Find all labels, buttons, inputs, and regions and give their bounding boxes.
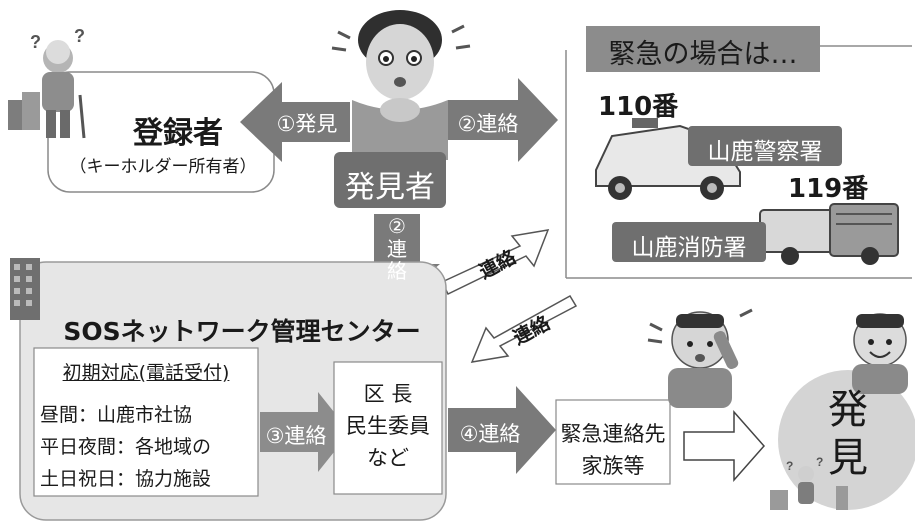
finder-label: 発見者 bbox=[345, 170, 435, 205]
holiday-line: 土日祝日：協力施設 bbox=[40, 468, 212, 490]
emergency-title: 緊急の場合は… bbox=[608, 39, 798, 70]
officials-box bbox=[333, 361, 443, 495]
arrow-contact-down-label: 連 絡 bbox=[387, 237, 407, 283]
arrow-contact-3-label: ③連絡 bbox=[265, 424, 327, 448]
relieved-man-icon bbox=[852, 313, 908, 394]
fire-station-box bbox=[612, 222, 766, 262]
registrant-title: 登録者 bbox=[133, 116, 223, 151]
officials-line1: 区 長 bbox=[363, 382, 413, 406]
arrow-contact-4 bbox=[448, 386, 556, 474]
finder-box bbox=[334, 152, 446, 208]
family-line2: 家族等 bbox=[581, 454, 645, 478]
fire-number: 119番 bbox=[788, 174, 869, 204]
small-elderly-icon: ? ? bbox=[770, 455, 848, 510]
center-title: SOSネットワーク管理センター bbox=[63, 317, 421, 346]
registrant-subtitle: （キーホルダー所有者） bbox=[69, 157, 257, 177]
arrow-found bbox=[683, 410, 766, 482]
initial-response-heading: 初期対応(電話受付) bbox=[62, 362, 230, 384]
police-station-label: 山鹿警察署 bbox=[707, 139, 823, 165]
fire-station-label: 山鹿消防署 bbox=[631, 235, 747, 261]
police-station-box bbox=[688, 126, 842, 166]
svg-text:?: ? bbox=[816, 455, 823, 469]
worried-man-icon bbox=[647, 308, 753, 408]
officials-line3: など bbox=[367, 446, 409, 470]
arrow-contact-4-label: ④連絡 bbox=[459, 422, 521, 446]
arrow-contact-right-label: ②連絡 bbox=[457, 112, 519, 136]
arrow-contact-3 bbox=[260, 392, 350, 472]
family-line1: 緊急連絡先 bbox=[560, 422, 666, 446]
officials-line2: 民生委員 bbox=[346, 414, 430, 438]
arrow-contact-right bbox=[448, 78, 558, 162]
arrow-contact-back bbox=[470, 294, 578, 363]
svg-text:?: ? bbox=[786, 459, 793, 473]
tower-building-icon bbox=[10, 258, 40, 320]
found-label: 発 見 bbox=[828, 387, 868, 481]
police-number: 110番 bbox=[598, 92, 679, 122]
svg-text:?: ? bbox=[74, 26, 85, 46]
emergency-panel bbox=[565, 26, 912, 279]
finder-person-icon bbox=[331, 10, 471, 160]
arrow-contact-up bbox=[440, 229, 550, 295]
arrow-discover-label: ①発見 bbox=[276, 112, 338, 136]
arrow-discover bbox=[240, 82, 350, 162]
initial-response-box bbox=[33, 347, 259, 497]
fire-truck-icon bbox=[759, 203, 899, 265]
weeknight-line: 平日夜間：各地域の bbox=[40, 436, 212, 458]
svg-text:?: ? bbox=[30, 32, 41, 52]
arrow-contact-down-number: ② bbox=[388, 214, 406, 238]
family-box bbox=[555, 399, 671, 485]
elderly-person-icon: ? ? bbox=[30, 26, 86, 139]
daytime-line: 昼間：山鹿市社協 bbox=[40, 404, 193, 426]
